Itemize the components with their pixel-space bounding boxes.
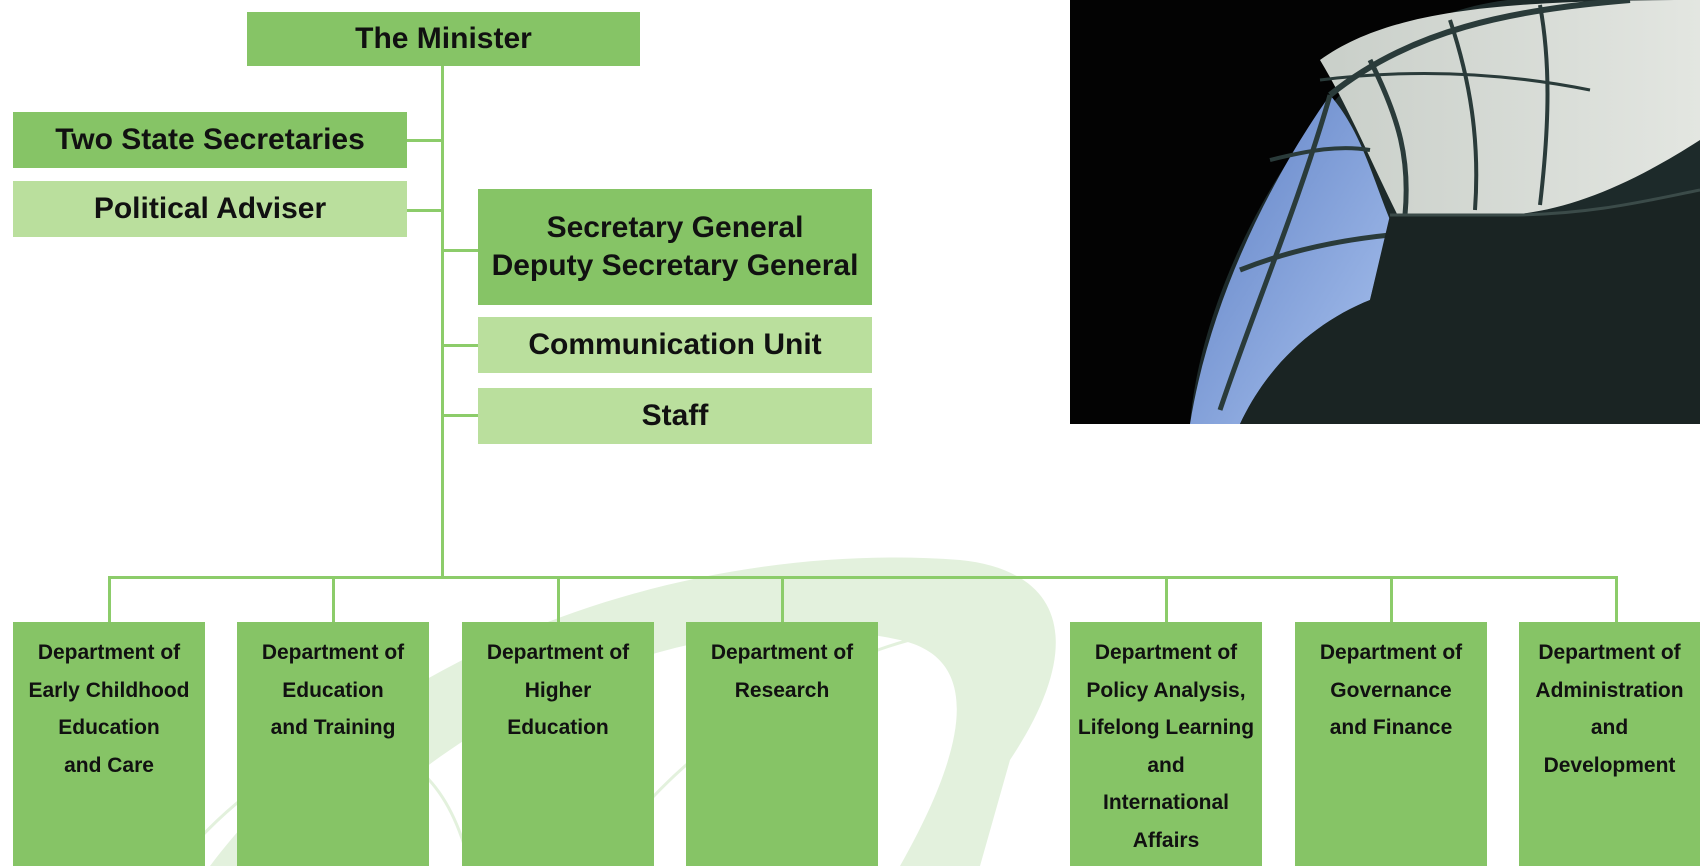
connector-departments-horizontal <box>108 576 1618 579</box>
connector-political-adviser <box>406 209 443 212</box>
dept-line: Department of <box>710 641 854 664</box>
connector-secretary-general <box>443 249 478 252</box>
secretary-general-label: Secretary General <box>546 211 804 244</box>
department-policy-analysis: Department of Policy Analysis, Lifelong … <box>1070 622 1262 866</box>
department-administration-development: Department of Administration and Develop… <box>1519 622 1700 866</box>
dept-line: Department of <box>1538 641 1681 664</box>
communication-unit-label: Communication Unit <box>528 328 822 361</box>
political-adviser-label: Political Adviser <box>93 192 327 225</box>
department-education-training: Department of Education and Training <box>237 622 429 866</box>
dept-line: Education <box>507 716 609 739</box>
connector-dept-7 <box>1615 576 1618 622</box>
department-governance-finance: Department of Governance and Finance <box>1295 622 1487 866</box>
connector-dept-1 <box>108 576 111 622</box>
dept-line: Governance <box>1330 678 1452 702</box>
connector-staff <box>443 414 478 417</box>
dept-line: Education <box>282 678 384 702</box>
dept-line: Early Childhood <box>28 678 190 702</box>
connector-dept-6 <box>1390 576 1393 622</box>
political-adviser-box: Political Adviser <box>13 181 407 237</box>
connector-state-secretaries <box>406 139 443 142</box>
dept-line: Department of <box>486 641 630 664</box>
dept-line: Department of <box>37 641 181 664</box>
connector-dept-2 <box>332 576 335 622</box>
window-photo <box>1070 0 1700 424</box>
minister-box: The Minister <box>247 12 640 66</box>
dept-line: Education <box>58 716 160 739</box>
secretary-general-box: Secretary General Deputy Secretary Gener… <box>478 189 872 305</box>
dept-line: Lifelong Learning <box>1077 716 1255 739</box>
dept-line: Department of <box>1094 641 1238 664</box>
staff-box: Staff <box>478 388 872 444</box>
department-higher-education: Department of Higher Education <box>462 622 654 866</box>
connector-communication-unit <box>443 344 478 347</box>
dept-line: Department of <box>261 641 405 664</box>
state-secretaries-label: Two State Secretaries <box>55 123 365 156</box>
dept-line: Department of <box>1319 641 1463 664</box>
dept-line: and Finance <box>1329 716 1453 739</box>
connector-dept-3 <box>557 576 560 622</box>
deputy-secretary-general-label: Deputy Secretary General <box>491 249 859 282</box>
communication-unit-box: Communication Unit <box>478 317 872 373</box>
minister-label: The Minister <box>355 22 532 55</box>
state-secretaries-box: Two State Secretaries <box>13 112 407 168</box>
dept-line: Policy Analysis, <box>1086 678 1246 702</box>
dept-line: and Training <box>270 716 396 739</box>
dept-line: Administration <box>1535 678 1684 702</box>
dept-line: Affairs <box>1132 828 1200 852</box>
connector-dept-4 <box>781 576 784 622</box>
staff-label: Staff <box>641 399 709 432</box>
dept-line: Higher <box>524 678 592 702</box>
dept-line: Research <box>734 678 830 702</box>
dept-line: and <box>1147 753 1185 777</box>
connector-main-vertical <box>441 66 444 578</box>
connector-dept-5 <box>1165 576 1168 622</box>
dept-line: Development <box>1543 753 1676 777</box>
dept-line: and Care <box>64 753 154 777</box>
dept-line: and <box>1590 716 1629 739</box>
department-early-childhood: Department of Early Childhood Education … <box>13 622 205 866</box>
dept-line: International <box>1102 791 1229 814</box>
department-research: Department of Research <box>686 622 878 866</box>
